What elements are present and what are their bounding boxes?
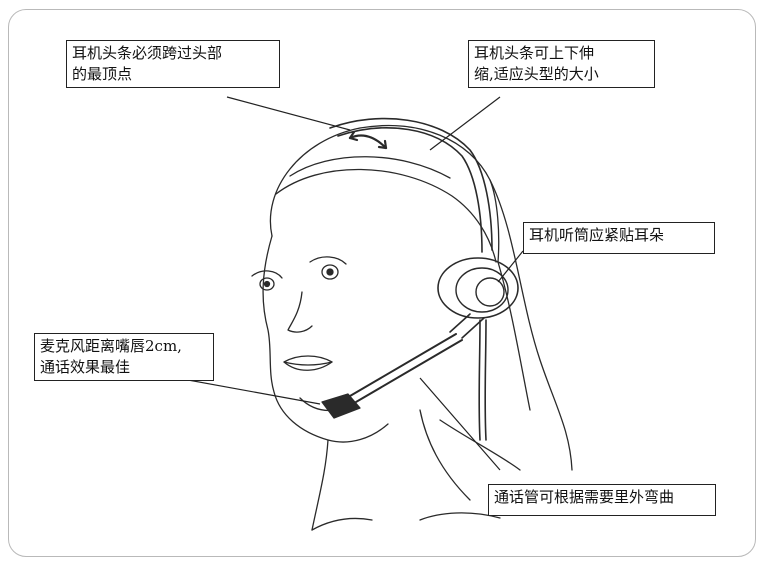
cable (484, 319, 487, 441)
label-boom-text: 通话管可根据需要里外弯曲 (494, 488, 675, 506)
earpiece (437, 257, 519, 319)
label-earpiece-text: 耳机听筒应紧贴耳朵 (529, 226, 665, 244)
head-outline (269, 124, 500, 263)
leader-top-right (429, 96, 501, 151)
eye-right (321, 264, 339, 280)
label-headband-adjust: 耳机头条可上下伸 缩,适应头型的大小 (468, 40, 655, 88)
leader-left (187, 379, 321, 405)
eye-left (259, 277, 275, 291)
nose (287, 291, 313, 333)
mic-boom (349, 333, 457, 397)
label-headband-adjust-line2: 缩,适应头型的大小 (474, 65, 599, 83)
adjust-arrow-icon (348, 134, 388, 150)
leader-top-left (226, 96, 351, 131)
label-boom: 通话管可根据需要里外弯曲 (488, 484, 716, 516)
label-microphone-line2: 通话效果最佳 (40, 358, 131, 376)
label-headband-adjust-line1: 耳机头条可上下伸 (474, 44, 595, 62)
label-earpiece: 耳机听筒应紧贴耳朵 (523, 222, 715, 254)
label-microphone-line1: 麦克风距离嘴唇2cm, (40, 337, 182, 355)
leader-bottom (419, 377, 501, 471)
hairline (275, 168, 497, 263)
face-profile (262, 235, 389, 443)
label-microphone: 麦克风距离嘴唇2cm, 通话效果最佳 (34, 333, 214, 381)
headband (329, 117, 493, 251)
hair-back (489, 179, 573, 471)
diagram-frame (8, 9, 756, 557)
label-headband-top-line1: 耳机头条必须跨过头部 (72, 44, 223, 62)
label-headband-top-line2: 的最顶点 (72, 65, 133, 83)
neck (311, 439, 329, 531)
leader-right (497, 250, 524, 283)
label-headband-top: 耳机头条必须跨过头部 的最顶点 (66, 40, 280, 88)
mic-head (321, 393, 361, 419)
